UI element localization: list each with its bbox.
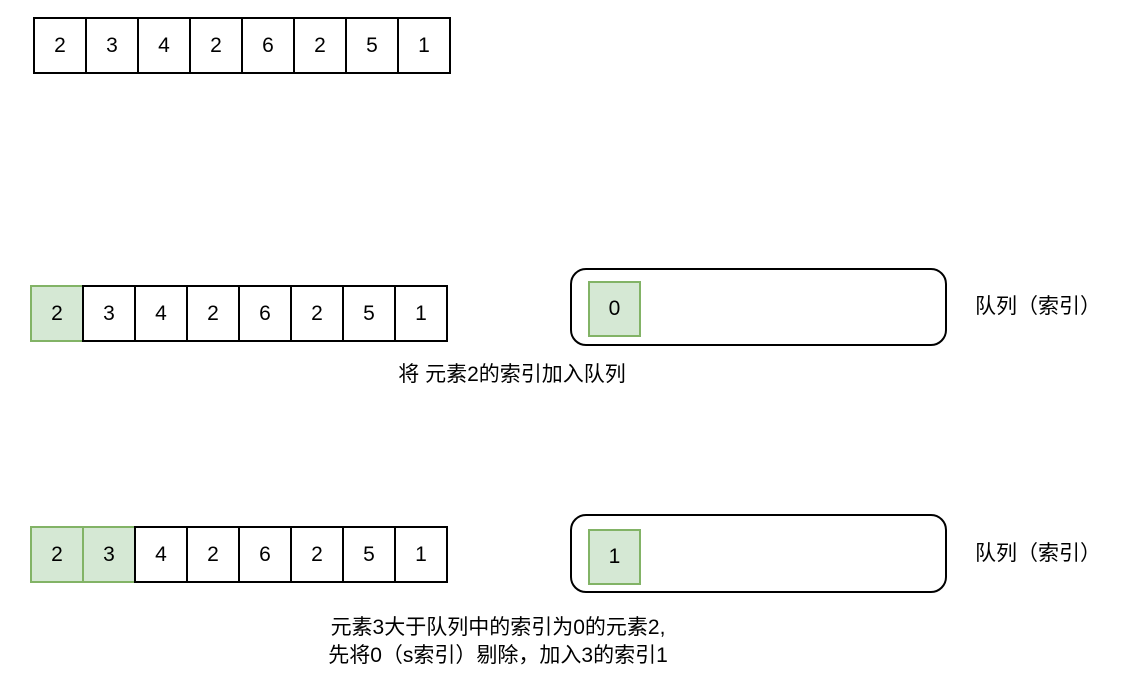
array-cell: 2 [290, 526, 344, 583]
queue-box-step2: 1 [570, 514, 947, 593]
array-cell: 2 [30, 526, 84, 583]
caption-line: 将 元素2的索引加入队列 [398, 363, 626, 386]
array-cell: 2 [30, 285, 84, 342]
caption-line: 先将0（s索引）剔除，加入3的索引1 [328, 644, 668, 667]
step-caption: 元素3大于队列中的索引为0的元素2, 先将0（s索引）剔除，加入3的索引1 [0, 614, 996, 670]
array-cell: 5 [342, 285, 396, 342]
array-row-step1: 2 3 4 2 6 2 5 1 [30, 285, 448, 342]
array-cell: 2 [186, 285, 240, 342]
array-cell: 4 [134, 526, 188, 583]
array-row-initial: 2 3 4 2 6 2 5 1 [33, 17, 451, 74]
queue-label: 队列（索引） [975, 542, 1101, 565]
array-cell: 6 [241, 17, 295, 74]
array-cell: 1 [394, 526, 448, 583]
array-cell: 5 [342, 526, 396, 583]
step-caption: 将 元素2的索引加入队列 [0, 361, 1024, 389]
array-cell: 5 [345, 17, 399, 74]
array-cell: 3 [82, 285, 136, 342]
queue-box-step1: 0 [570, 268, 947, 346]
queue-item: 0 [588, 281, 641, 337]
caption-line: 元素3大于队列中的索引为0的元素2, [330, 616, 666, 639]
array-cell: 1 [394, 285, 448, 342]
array-cell: 2 [290, 285, 344, 342]
array-cell: 1 [397, 17, 451, 74]
array-cell: 3 [82, 526, 136, 583]
array-row-step2: 2 3 4 2 6 2 5 1 [30, 526, 448, 583]
array-cell: 2 [186, 526, 240, 583]
array-cell: 6 [238, 285, 292, 342]
array-cell: 2 [189, 17, 243, 74]
array-cell: 6 [238, 526, 292, 583]
array-cell: 3 [85, 17, 139, 74]
array-cell: 4 [134, 285, 188, 342]
queue-label: 队列（索引） [975, 295, 1101, 318]
array-cell: 4 [137, 17, 191, 74]
array-cell: 2 [33, 17, 87, 74]
queue-item: 1 [588, 529, 641, 585]
array-cell: 2 [293, 17, 347, 74]
